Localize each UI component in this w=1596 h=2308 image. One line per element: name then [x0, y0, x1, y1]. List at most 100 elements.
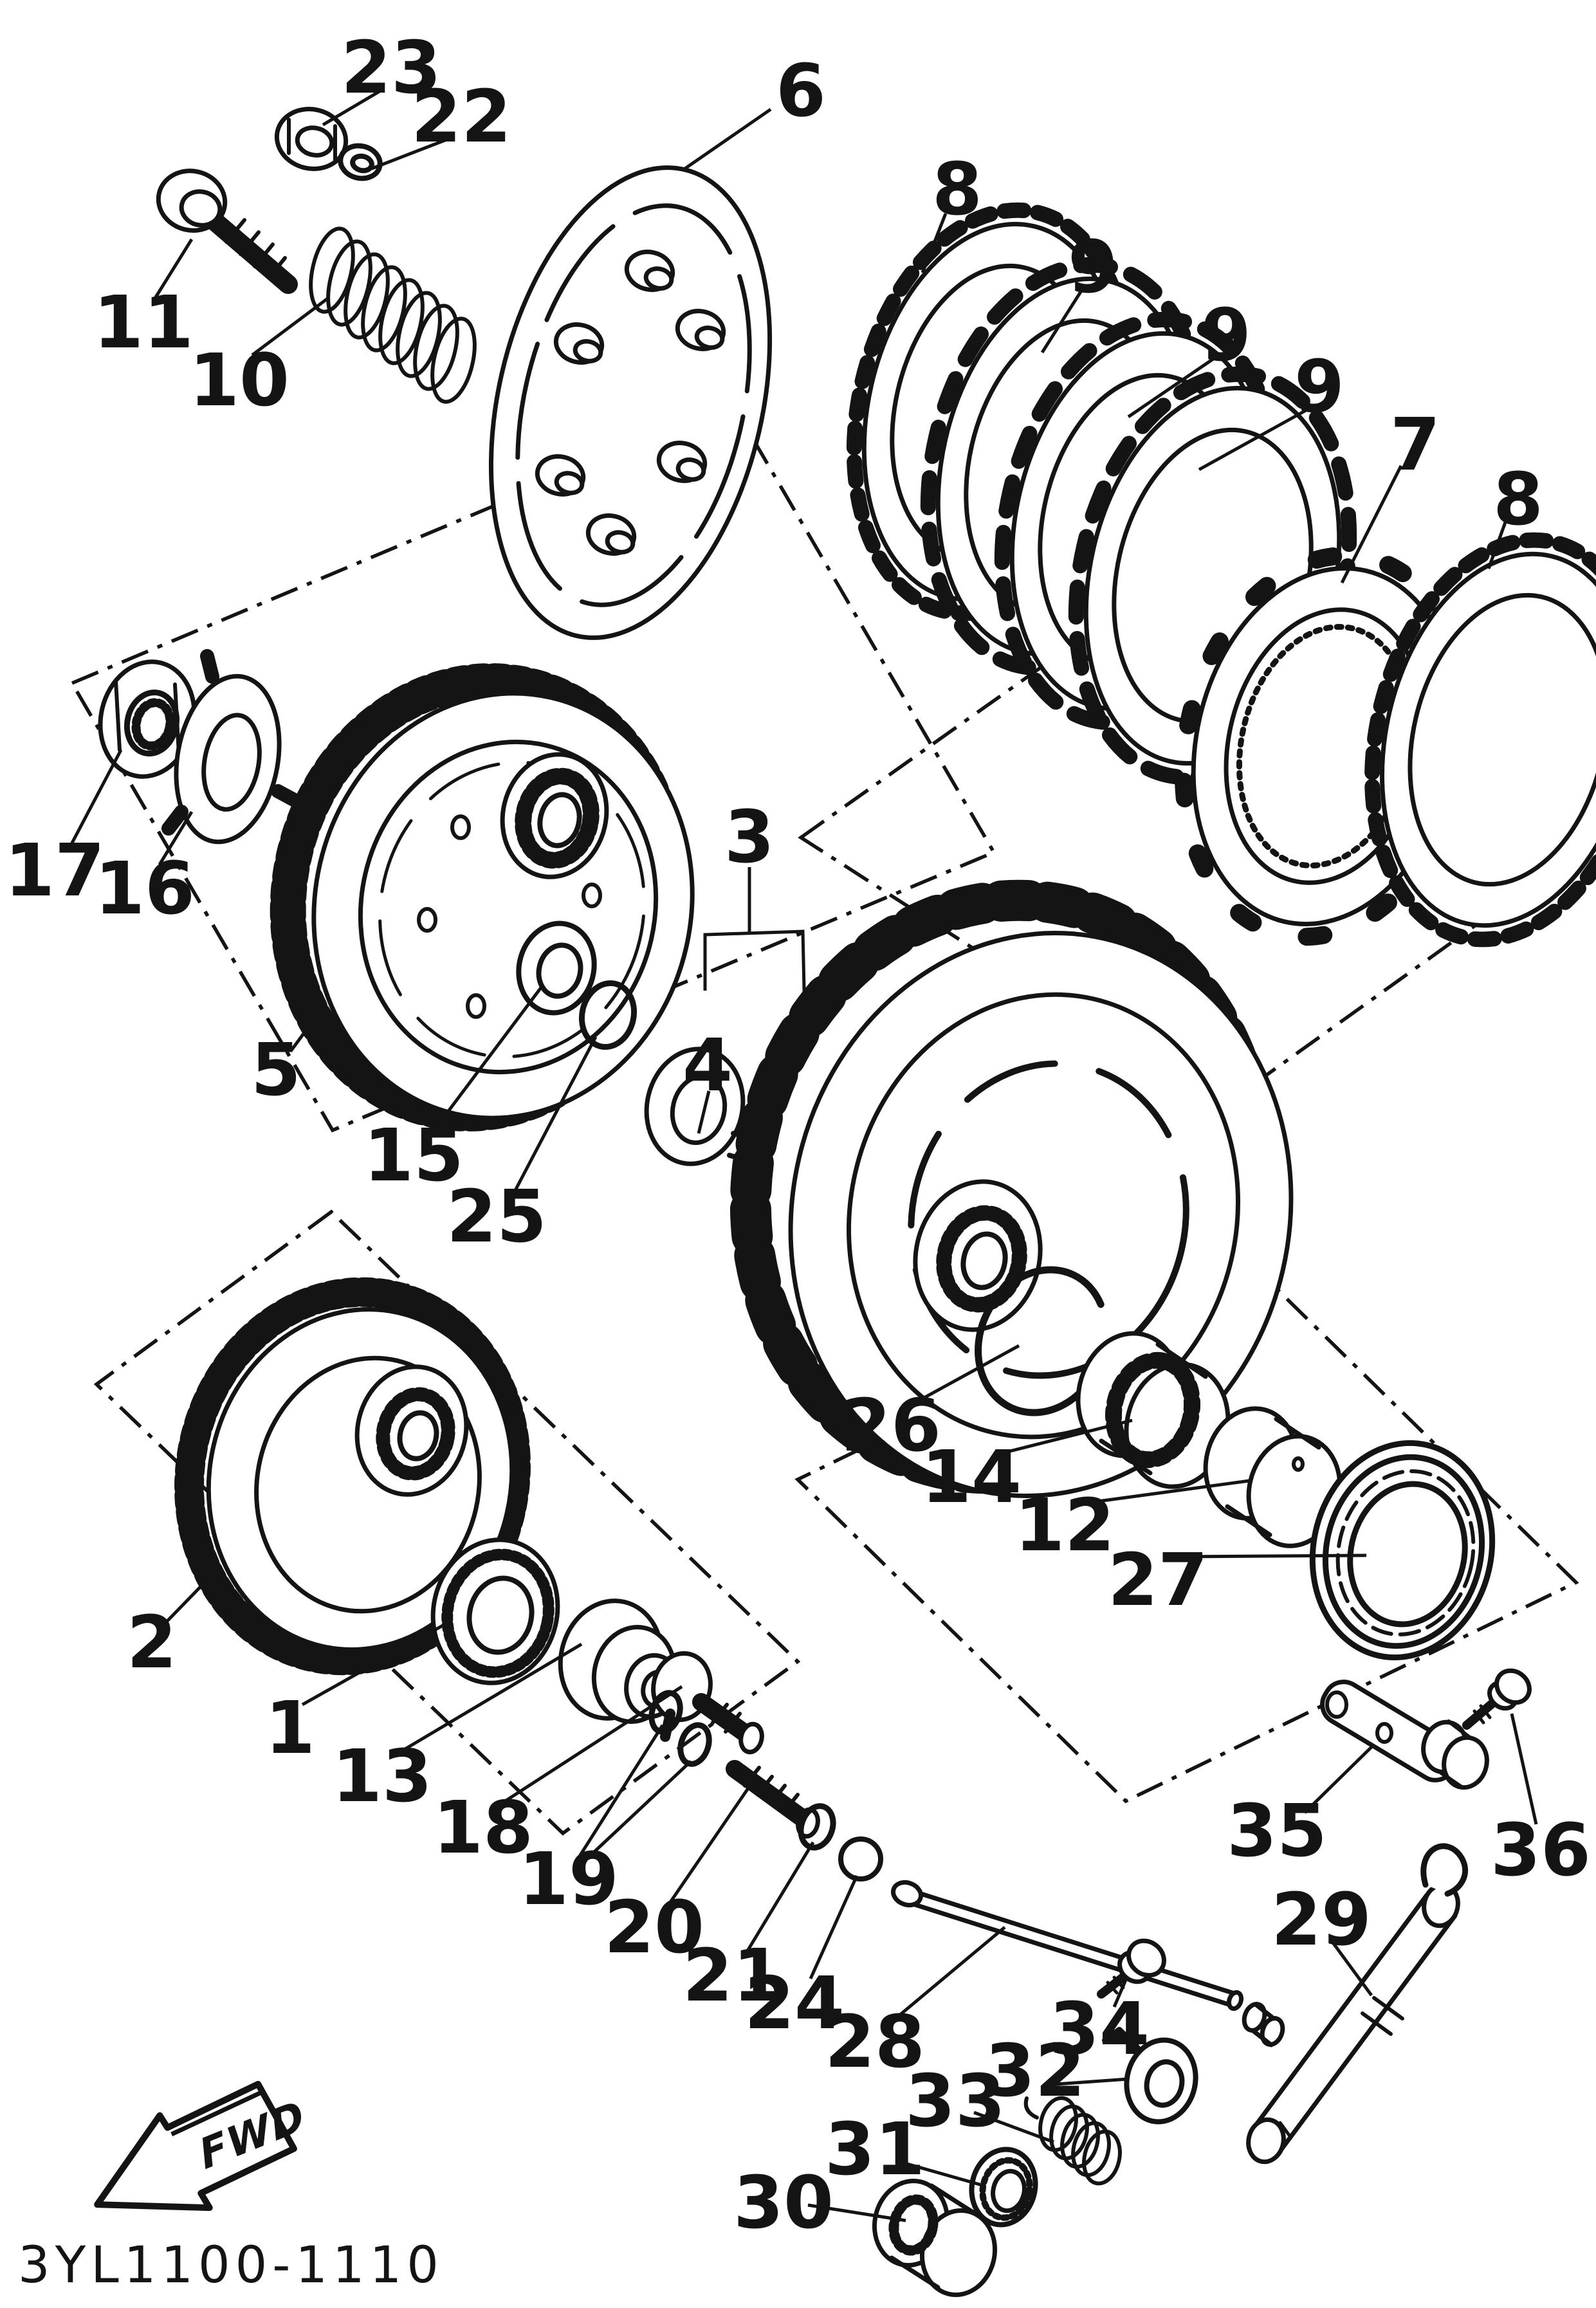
part-label-25: 25 — [446, 1175, 547, 1259]
spring-nut — [274, 107, 349, 171]
oil-seal-27 — [1309, 1440, 1496, 1661]
part-label-9: 9 — [1294, 345, 1344, 429]
leader-8 — [1487, 522, 1507, 569]
leader-17 — [68, 749, 123, 849]
part-label-24: 24 — [744, 1962, 845, 2046]
part-label-18: 18 — [433, 1786, 533, 1870]
leader-6 — [682, 107, 772, 172]
leader-4 — [697, 1090, 711, 1134]
push-screw — [726, 1760, 820, 1839]
part-label-26: 26 — [841, 1384, 941, 1468]
part-label-27: 27 — [1108, 1539, 1208, 1622]
pressure-plate — [488, 165, 773, 640]
leader-26 — [912, 1344, 1020, 1406]
leader-24 — [809, 1874, 859, 1980]
leader-5 — [289, 1006, 325, 1052]
clutch-boss — [270, 663, 695, 1131]
lock-washer — [161, 649, 302, 845]
leader-22 — [371, 137, 449, 170]
primary-driven-gear — [174, 1277, 531, 1676]
lever-bolt — [1097, 1938, 1166, 1999]
leader-18 — [498, 1685, 683, 1807]
part-label-10: 10 — [189, 339, 289, 423]
clutch-spring — [309, 226, 477, 404]
push-lever-shaft — [1246, 1843, 1468, 2165]
part-label-17: 17 — [5, 829, 105, 913]
part-label-20: 20 — [604, 1886, 704, 1970]
part-label-14: 14 — [921, 1436, 1022, 1519]
part-label-35: 35 — [1227, 1790, 1327, 1873]
part-label-13: 13 — [332, 1735, 432, 1818]
part-label-8: 8 — [1493, 458, 1543, 542]
leader-33 — [973, 2111, 1054, 2144]
part-label-1: 1 — [265, 1687, 315, 1770]
part-label-28: 28 — [825, 2001, 925, 2084]
o-ring-25 — [578, 980, 637, 1050]
leader-12 — [1088, 1479, 1250, 1505]
leader-2 — [166, 1576, 211, 1622]
part-label-15: 15 — [363, 1114, 464, 1198]
leader-20 — [667, 1777, 757, 1905]
leader-32 — [1056, 2077, 1129, 2086]
part-label-9: 9 — [1068, 226, 1118, 309]
leader-8 — [921, 213, 948, 273]
leader-1 — [301, 1623, 445, 1707]
push-lever-arm — [1320, 1680, 1489, 1790]
spring-posts — [535, 250, 726, 556]
leader-30 — [807, 2203, 906, 2222]
part-label-23: 23 — [341, 26, 441, 110]
leader-7 — [1340, 464, 1403, 584]
part-label-29: 29 — [1271, 1878, 1371, 1962]
leader-10 — [251, 296, 331, 356]
clutch-boss-nut — [98, 659, 197, 779]
leader-21 — [744, 1841, 815, 1954]
part-label-36: 36 — [1491, 1809, 1591, 1892]
leader-9 — [1198, 408, 1307, 472]
part-label-4: 4 — [683, 1024, 733, 1108]
leader-13 — [396, 1642, 583, 1755]
part-label-34: 34 — [1049, 1988, 1150, 2071]
part-label-31: 31 — [825, 2108, 925, 2192]
part-label-33: 33 — [905, 2060, 1005, 2143]
lever-seal — [969, 2147, 1038, 2228]
leader-29 — [1331, 1941, 1373, 1997]
lever-spring — [1023, 2096, 1122, 2186]
part-label-7: 7 — [1390, 403, 1440, 487]
part-label-32: 32 — [985, 2029, 1085, 2113]
leader-23 — [322, 89, 381, 127]
leader-34 — [1112, 1979, 1128, 2008]
part-label-30: 30 — [733, 2161, 834, 2245]
push-rod-long — [891, 1880, 1285, 2047]
leader-9 — [1040, 289, 1083, 354]
spring-washer — [338, 143, 383, 181]
leader-28 — [894, 1926, 1006, 2020]
clutch-spring-bolt — [156, 169, 298, 294]
leader-19 — [578, 1724, 665, 1856]
part-label-9: 9 — [1201, 294, 1251, 378]
bracket-label-3 — [703, 930, 807, 1049]
part-label-22: 22 — [411, 75, 511, 159]
leader-36 — [1510, 1713, 1538, 1825]
part-label-21: 21 — [683, 1934, 783, 2018]
leader-27 — [1182, 1553, 1367, 1559]
leader-16 — [158, 811, 194, 866]
leader-14 — [994, 1418, 1133, 1457]
lever-screw — [1462, 1668, 1532, 1730]
part-label-6: 6 — [776, 50, 826, 133]
ball — [838, 1836, 883, 1882]
leader-lines — [68, 89, 1538, 2222]
leader-35 — [1303, 1745, 1374, 1814]
frame-primary-gear — [93, 1209, 801, 1836]
part-label-3: 3 — [724, 796, 775, 879]
leader-15 — [428, 985, 543, 1137]
push-adjuster — [651, 1651, 764, 1755]
leader-31 — [897, 2159, 985, 2188]
needle-bearing — [1076, 1331, 1231, 1489]
part-label-11: 11 — [93, 281, 194, 365]
leader-19 — [587, 1760, 692, 1859]
part-label-2: 2 — [127, 1601, 177, 1685]
part-label-12: 12 — [1014, 1484, 1115, 1568]
